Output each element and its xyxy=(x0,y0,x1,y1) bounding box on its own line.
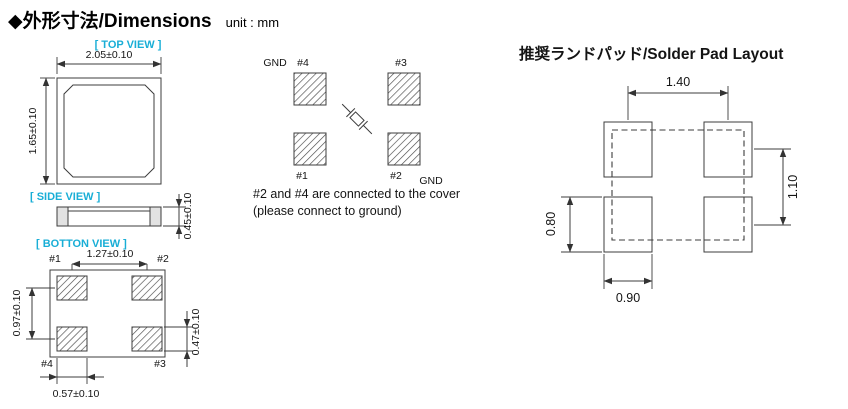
pad-diagram-pin3-label: #3 xyxy=(395,57,407,69)
ground-note-line2: (please connect to ground) xyxy=(253,204,402,218)
side-view-body-outline xyxy=(56,206,162,227)
bottom-view-pin4-label: #4 xyxy=(41,358,53,370)
bottom-view-pitch-x-dim: 1.27±0.10 xyxy=(87,248,134,260)
top-view-body-outline xyxy=(56,77,162,185)
solder-pad-pitch-x-dimension: 1.40 xyxy=(627,75,729,120)
package-outline-dashed xyxy=(611,129,745,241)
land-pad-top-left xyxy=(603,121,653,178)
solder-pad-pitch-y-dim: 1.10 xyxy=(786,175,800,199)
ground-note-line1: #2 and #4 are connected to the cover xyxy=(253,187,460,201)
side-view-thickness-dim: 0.45±0.10 xyxy=(182,193,194,240)
side-view: [ SIDE VIEW ] 0.45±0.10 xyxy=(30,191,194,239)
bottom-view-pad-height-dimension: 0.47±0.10 xyxy=(164,309,202,367)
solder-pad-width-dimension: 0.90 xyxy=(603,254,653,305)
pad-connection-diagram: GND #4 #3 #1 #2 GND #2 and #4 are connec… xyxy=(253,57,460,218)
top-view: [ TOP VIEW ] 2.05±0.10 1.65±0.10 xyxy=(27,39,162,185)
gnd-top-label: GND xyxy=(263,57,287,69)
solder-pad-pitch-y-dimension: 1.10 xyxy=(754,148,800,226)
side-view-thickness-dimension: 0.45±0.10 xyxy=(163,193,194,240)
bottom-view-pad-height-dim: 0.47±0.10 xyxy=(190,309,202,356)
pad-diagram-pin2-label: #2 xyxy=(390,170,402,182)
bottom-view-pin1-label: #1 xyxy=(49,253,61,265)
crystal-symbol xyxy=(341,103,373,135)
bottom-view-label: [ BOTTON VIEW ] xyxy=(36,238,127,250)
bottom-view-pad4 xyxy=(56,326,88,352)
solder-pad-pitch-x-dim: 1.40 xyxy=(666,75,690,89)
solder-pad-height-dimension: 0.80 xyxy=(544,196,602,253)
page-title: ◆外形寸法/Dimensions xyxy=(8,11,212,32)
pad-diagram-pad4 xyxy=(293,72,327,106)
bottom-view-pad-width-dimension: 0.57±0.10 xyxy=(40,358,104,400)
bottom-view-pad1 xyxy=(56,275,88,301)
pad-diagram-pin4-label: #4 xyxy=(297,57,309,69)
top-view-width-dim: 2.05±0.10 xyxy=(86,49,133,61)
top-view-lid-outline xyxy=(63,84,155,178)
solder-pad-layout: 推奨ランドパッド/Solder Pad Layout 1.40 1.10 xyxy=(519,44,800,305)
bottom-view-pad2 xyxy=(131,275,163,301)
pad-diagram-pin1-label: #1 xyxy=(296,170,308,182)
gnd-bottom-label: GND xyxy=(419,175,443,187)
unit-label: unit : mm xyxy=(225,15,280,30)
bottom-view-pin3-label: #3 xyxy=(154,358,166,370)
solder-pad-title: 推奨ランドパッド/Solder Pad Layout xyxy=(519,44,783,63)
pad-diagram-pad3 xyxy=(387,72,421,106)
bottom-view-pitch-y-dimension: 0.97±0.10 xyxy=(11,287,55,340)
pad-diagram-pad1 xyxy=(293,132,327,166)
top-view-height-dimension: 1.65±0.10 xyxy=(27,77,55,185)
side-view-right-terminal xyxy=(149,206,162,227)
land-pad-bottom-left xyxy=(603,196,653,253)
pad-diagram-pad2 xyxy=(387,132,421,166)
top-view-width-dimension: 2.05±0.10 xyxy=(56,49,162,74)
top-view-height-dim: 1.65±0.10 xyxy=(27,108,39,155)
solder-pad-width-dim: 0.90 xyxy=(616,291,640,305)
solder-pad-height-dim: 0.80 xyxy=(544,212,558,236)
side-view-left-terminal xyxy=(56,206,69,227)
bottom-view-pitch-y-dim: 0.97±0.10 xyxy=(11,290,23,337)
bottom-view-pin2-label: #2 xyxy=(157,253,169,265)
bottom-view-pad3 xyxy=(131,326,163,352)
bottom-view: [ BOTTON VIEW ] #1 #2 1.27±0.10 0.97±0.1… xyxy=(11,238,202,400)
top-view-label: [ TOP VIEW ] xyxy=(95,39,162,51)
page-header: ◆外形寸法/Dimensions unit : mm xyxy=(8,6,279,33)
bottom-view-pad-width-dim: 0.57±0.10 xyxy=(53,388,100,400)
side-view-label: [ SIDE VIEW ] xyxy=(30,191,101,203)
land-pad-bottom-right xyxy=(703,196,753,253)
